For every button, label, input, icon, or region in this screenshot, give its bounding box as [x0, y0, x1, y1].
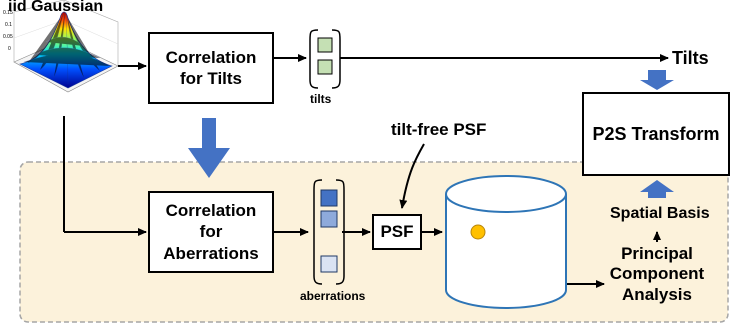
z-tick-label: 0: [8, 46, 11, 52]
aberrations-stack-label: aberrations: [300, 289, 366, 303]
spatial-basis-label: Spatial Basis: [610, 205, 710, 222]
psf-sample-dot: [470, 224, 486, 240]
aberration-cell: [320, 210, 338, 228]
z-tick-label: 0.1: [5, 22, 12, 28]
block-arrow-basis-to-p2s: [640, 180, 674, 198]
tilt-cell: [317, 37, 333, 53]
correlation-tilts-box: Correlation for Tilts: [148, 32, 274, 104]
correlation-aberrations-box: Correlation for Aberrations: [148, 191, 274, 273]
pca-label: Principal Component Analysis: [609, 244, 705, 304]
block-arrow-tilts-to-p2s: [640, 70, 674, 90]
aberration-cell: [320, 189, 338, 207]
aberration-cell: [320, 255, 338, 273]
psf-database-cylinder: [445, 175, 567, 309]
gaussian-surface-plot: 0.15 0.1 0.05 0: [3, 0, 119, 93]
tilt-free-psf-label: tilt-free PSF: [391, 120, 487, 139]
aberrations-stack: [313, 179, 345, 285]
arrow-tiltfree-to-psf: [399, 143, 425, 209]
z-tick-label: 0.15: [3, 10, 13, 16]
tilts-stack-label: tilts: [310, 92, 332, 106]
tilts-stack: [309, 29, 341, 89]
psf-box: PSF: [372, 214, 422, 250]
z-tick-label: 0.05: [3, 34, 13, 40]
p2s-transform-box: P2S Transform: [582, 92, 730, 176]
tilts-output-label: Tilts: [672, 48, 709, 68]
block-arrow-down: [188, 118, 230, 178]
input-title: iid Gaussian: [8, 0, 104, 15]
tilt-cell: [317, 59, 333, 75]
